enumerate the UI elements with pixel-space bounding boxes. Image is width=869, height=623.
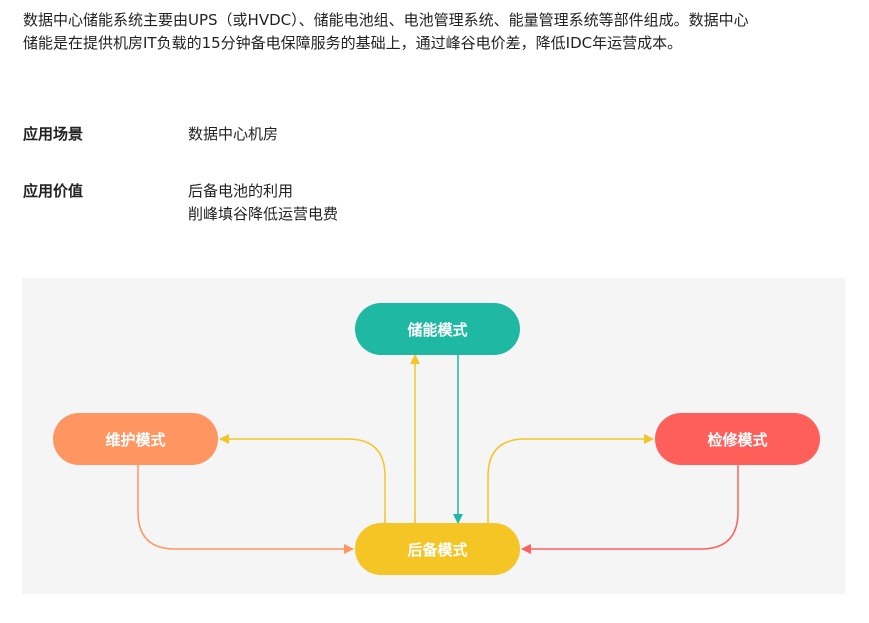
scene-value: 数据中心机房 [188,125,279,143]
scene-label: 应用场景 [23,125,84,143]
value-line-1: 后备电池的利用 [188,182,294,200]
node-maintain-mode: 维护模式 [53,413,218,465]
node-backup-mode: 后备模式 [355,523,520,575]
edge-maintain-to-backup [137,465,354,554]
diagram-edges [137,354,739,554]
edge-backup-to-repair [487,434,654,523]
intro-text: 数据中心储能系统主要由UPS（或HVDC）、储能电池组、电池管理系统、能量管理系… [23,11,749,52]
node-storage-mode: 储能模式 [355,303,520,355]
mode-diagram: 储能模式 维护模式 检修模式 后备模式 [22,278,845,594]
value-label: 应用价值 [23,182,84,200]
node-repair-mode: 检修模式 [655,413,820,465]
value-line-2: 削峰填谷降低运营电费 [188,205,339,223]
edge-backup-to-maintain [219,434,386,523]
edge-repair-to-backup [521,465,739,554]
